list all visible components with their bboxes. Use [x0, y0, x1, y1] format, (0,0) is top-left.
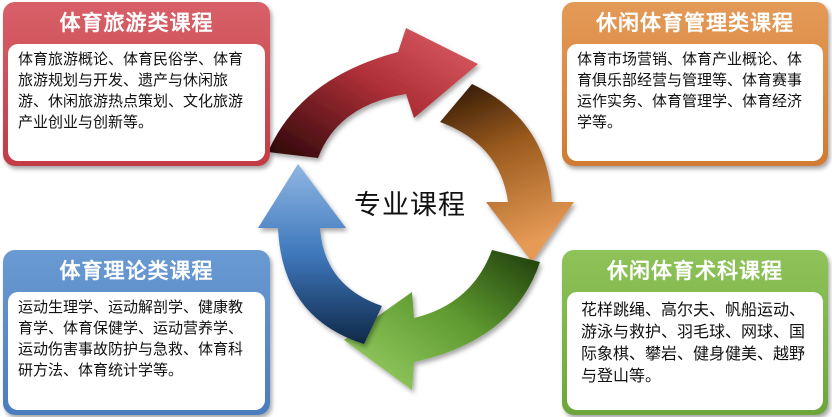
- theory-course-box: 体育理论类课程 运动生理学、运动解剖学、健康教育学、体育保健学、运动营养学、运动…: [3, 250, 270, 415]
- management-course-box: 休闲体育管理类课程 体育市场营销、体育产业概论、体育俱乐部经营与管理等、体育赛事…: [562, 2, 828, 166]
- skills-course-box: 休闲体育术科课程 花样跳绳、高尔夫、帆船运动、游泳与救护、羽毛球、网球、国际象棋…: [562, 250, 828, 415]
- skills-course-list: 花样跳绳、高尔夫、帆船运动、游泳与救护、羽毛球、网球、国际象棋、攀岩、健身健美、…: [567, 292, 823, 410]
- cycle-arrow-red: [268, 28, 478, 158]
- management-course-title: 休闲体育管理类课程: [596, 11, 794, 35]
- center-label: 专业课程: [354, 190, 466, 221]
- cycle-arrow-green: [344, 250, 540, 390]
- cycle-arrow-orange: [440, 84, 574, 262]
- cycle-arrow-blue: [258, 164, 382, 344]
- theory-course-list: 运动生理学、运动解剖学、健康教育学、体育保健学、运动营养学、运动伤害事故防护与急…: [8, 292, 265, 410]
- management-course-list: 体育市场营销、体育产业概论、体育俱乐部经营与管理等、体育赛事运作实务、体育管理学…: [567, 44, 823, 161]
- skills-course-title: 休闲体育术科课程: [607, 259, 783, 283]
- tourism-course-title: 体育旅游类课程: [59, 11, 214, 35]
- theory-course-title: 体育理论类课程: [59, 259, 214, 283]
- tourism-course-list: 体育旅游概论、体育民俗学、体育旅游规划与开发、遗产与休闲旅游、休闲旅游热点策划、…: [8, 44, 265, 161]
- tourism-course-box: 体育旅游类课程 体育旅游概论、体育民俗学、体育旅游规划与开发、遗产与休闲旅游、休…: [3, 2, 270, 166]
